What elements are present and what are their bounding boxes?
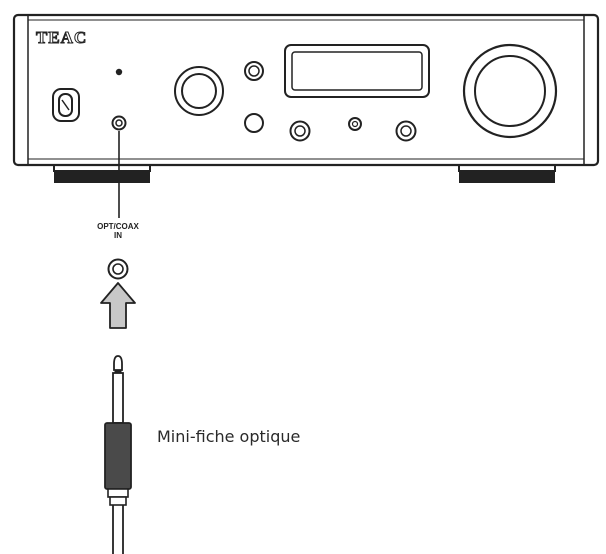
function-button-icon <box>244 61 264 81</box>
jack-label-line1: OPT/COAX <box>97 222 139 231</box>
volume-knob-icon <box>462 43 558 139</box>
standby-button-icon <box>244 113 264 133</box>
device-foot-left-base <box>54 171 150 183</box>
jack-label-line2: IN <box>114 231 122 240</box>
device-foot-right-base <box>459 171 555 183</box>
selector-knob-icon <box>174 66 224 116</box>
panel-input-jack-icon <box>111 115 127 131</box>
input-jack-icon <box>107 258 129 280</box>
mini-plug-icon <box>104 355 132 554</box>
indicator-led-icon <box>115 68 123 76</box>
up-arrow-icon <box>100 282 136 329</box>
brand-logo: TEAC <box>35 28 88 47</box>
device-front-panel <box>12 13 600 183</box>
plug-caption: Mini-fiche optique <box>157 427 301 446</box>
display-window <box>284 44 430 98</box>
power-switch-icon <box>52 88 80 122</box>
button-row <box>289 117 417 142</box>
